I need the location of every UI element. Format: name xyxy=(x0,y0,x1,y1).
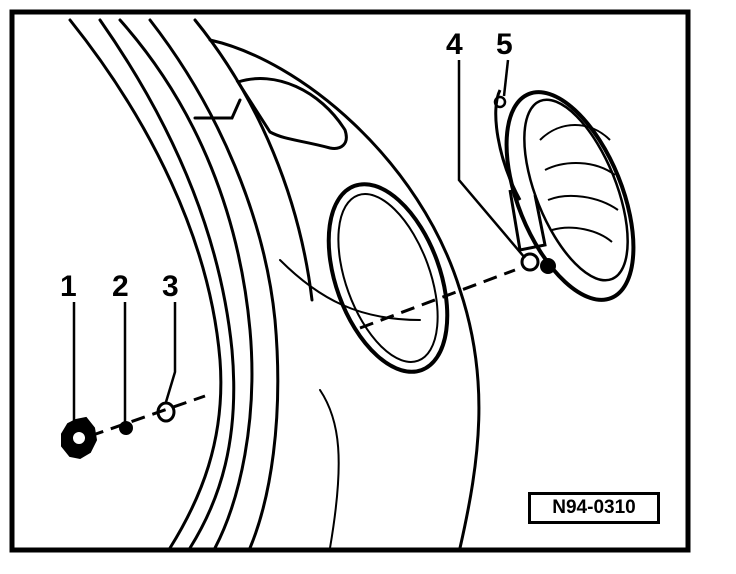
window-glass xyxy=(235,77,348,150)
lamp-assembly xyxy=(494,89,636,302)
callout-3: 3 xyxy=(162,270,179,303)
callout-1: 1 xyxy=(60,270,77,303)
lamp-clip xyxy=(493,95,507,109)
callout-5: 5 xyxy=(496,28,513,61)
figure-reference-code: N94-0310 xyxy=(528,492,660,524)
vehicle-body-panel xyxy=(68,18,481,550)
leader-lines xyxy=(72,59,526,426)
diagram-frame xyxy=(9,9,691,553)
callout-2: 2 xyxy=(112,270,129,303)
nut xyxy=(61,416,98,460)
assembly-axis xyxy=(89,268,516,438)
callout-4: 4 xyxy=(446,28,463,61)
body-opening xyxy=(326,182,450,374)
